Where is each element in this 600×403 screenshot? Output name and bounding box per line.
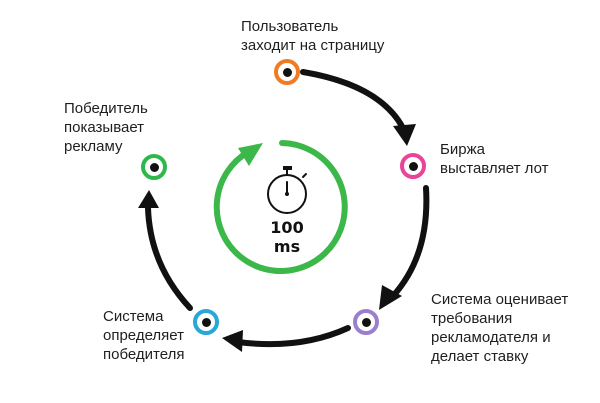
stopwatch-icon bbox=[267, 166, 307, 214]
node-user bbox=[274, 59, 300, 85]
node-exchange bbox=[400, 153, 426, 179]
node-winner-pick bbox=[193, 309, 219, 335]
step-label-exchange: Биржа выставляет лот bbox=[440, 141, 549, 177]
node-bid bbox=[353, 309, 379, 335]
arrow-exchange-to-bid bbox=[390, 185, 430, 299]
step-label-winner-pick: Система определяет победителя bbox=[103, 308, 185, 363]
arrow-user-to-exchange bbox=[300, 69, 406, 131]
timer-value: 100 ms bbox=[270, 218, 304, 256]
step-label-winner-show: Победитель показывает рекламу bbox=[64, 100, 148, 155]
arrowhead-user-to-exchange bbox=[393, 124, 416, 146]
node-winner-show bbox=[141, 154, 167, 180]
arrowhead-winner-pick-to-show bbox=[138, 190, 159, 208]
arrowhead-exchange-to-bid bbox=[379, 285, 402, 310]
timer-ring-arrowhead bbox=[238, 143, 263, 166]
step-label-bid: Система оценивает требования рекламодате… bbox=[431, 291, 569, 365]
step-label-user: Пользователь заходит на страницу bbox=[241, 18, 385, 54]
arrowhead-bid-to-winner-pick bbox=[222, 330, 243, 352]
arrow-winner-pick-to-show bbox=[145, 205, 193, 311]
timer-ring bbox=[213, 140, 348, 274]
arrow-bid-to-winner-pick bbox=[235, 325, 351, 348]
